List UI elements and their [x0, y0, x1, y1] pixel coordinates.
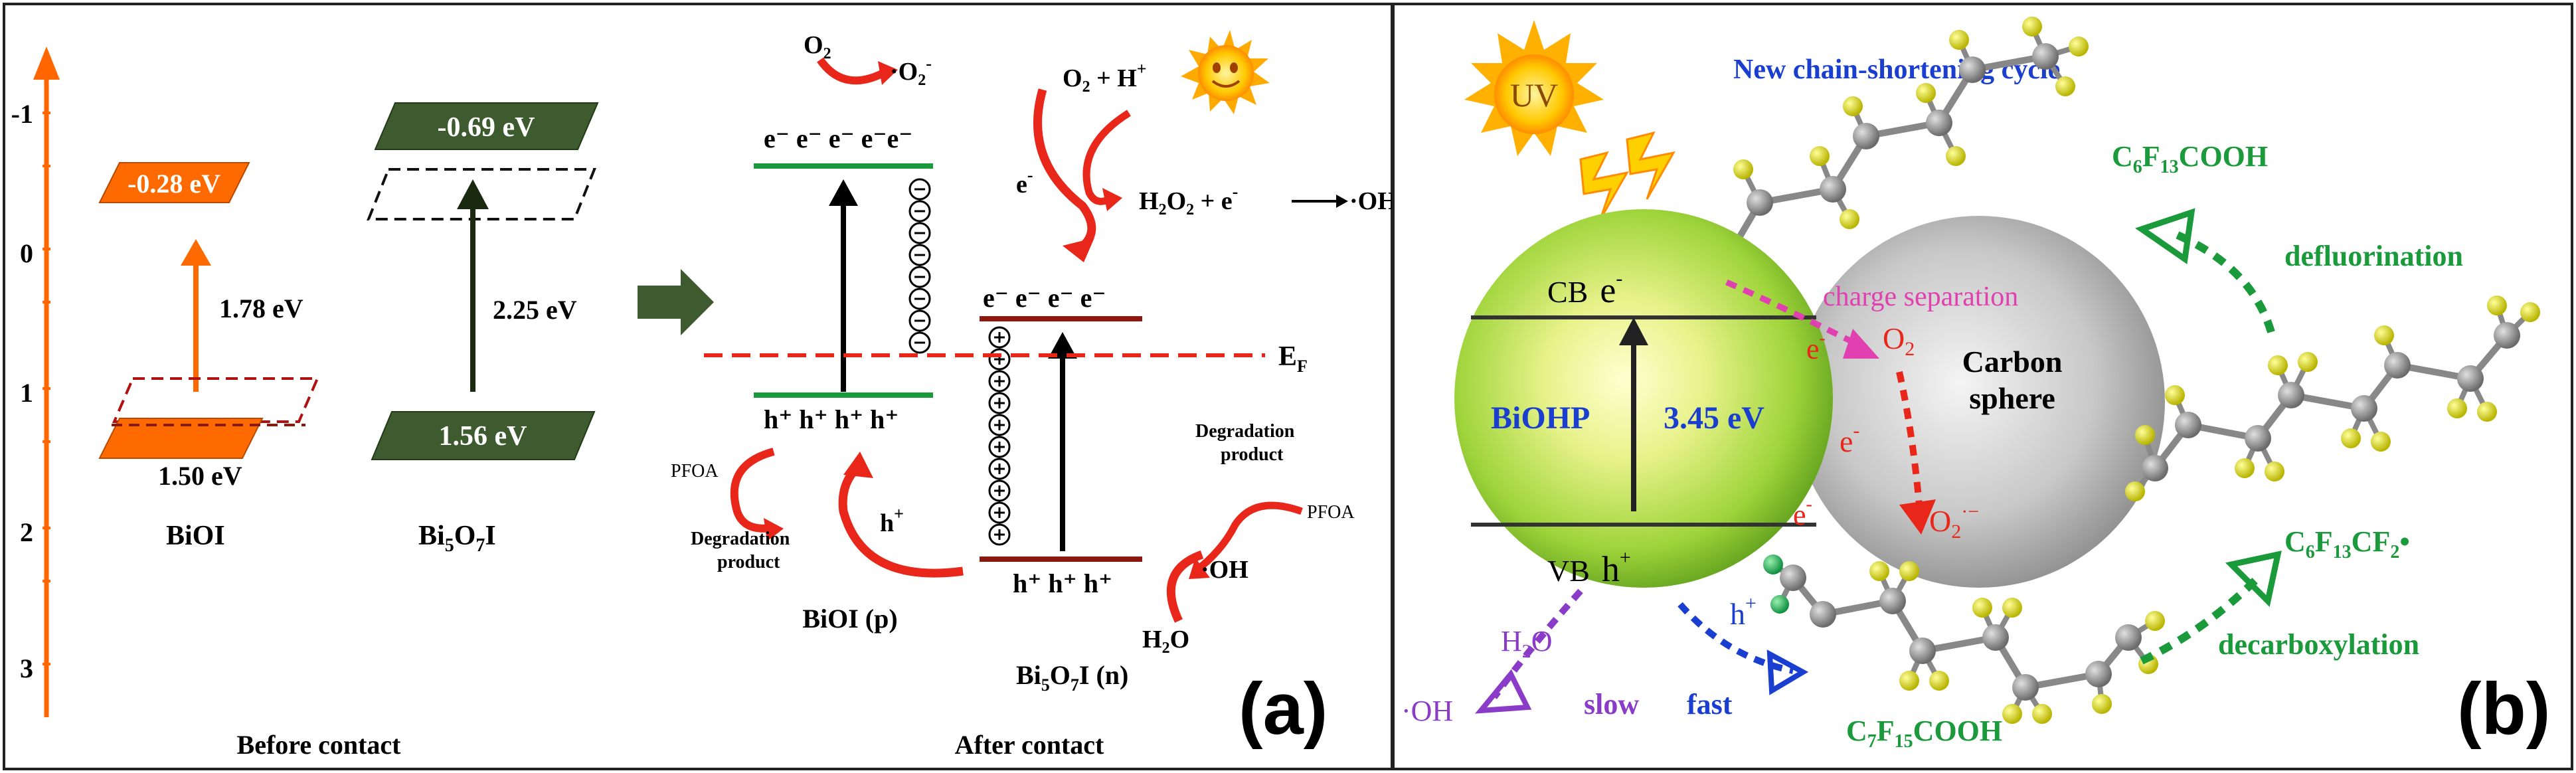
product-left: product	[717, 552, 780, 572]
electron-label: e-	[1016, 165, 1033, 199]
axis-tick-label: 3	[20, 653, 33, 683]
hole-label: h+	[880, 504, 904, 537]
before-contact-label: Before contact	[237, 730, 402, 760]
uv-label: UV	[1510, 76, 1558, 114]
bioi-cb-value: -0.28 eV	[128, 169, 220, 199]
electron-mid-label: e-	[1840, 420, 1859, 458]
h2o2-reaction: H2O2 + e-	[1139, 182, 1238, 218]
axis-tick-label: 2	[20, 517, 33, 547]
decarboxylation-label: decarboxylation	[2218, 628, 2419, 661]
panel-a-frame	[3, 3, 1393, 770]
charge-separation-label: charge separation	[1823, 282, 2018, 312]
bi5o7i-cb-value: -0.69 eV	[438, 112, 535, 143]
degradation-right: Degradation	[1195, 421, 1295, 442]
bi5o7i-valence-band	[371, 411, 596, 460]
axis-tick-label: -1	[11, 99, 33, 129]
bioi-p-label: BiOI (p)	[802, 604, 897, 634]
o2-h-label: O2 + H+	[1063, 59, 1147, 96]
cycle-title: New chain-shortening cycle	[1733, 54, 2060, 85]
biohp-label: BiOHP	[1491, 400, 1590, 436]
decarboxylation-arrow	[2140, 574, 2261, 665]
pfoa-left-label: PFOA	[671, 461, 719, 481]
hole-transfer-arrow	[838, 465, 964, 578]
oh-radical-label: ·OH	[1349, 187, 1397, 215]
bi5o7i-n-label: Bi5O7I (n)	[1016, 660, 1128, 695]
pfoa-right-arrow	[1193, 501, 1303, 574]
water-label: H2O	[1142, 626, 1189, 657]
axis-tick-label: 0	[20, 238, 33, 268]
sphere-label: sphere	[1969, 381, 2055, 415]
after-contact-label: After contact	[955, 730, 1104, 760]
bi5o7i-fermi-box	[367, 168, 596, 220]
carbon-sphere	[1793, 216, 2165, 588]
defluorination-arrow	[2170, 228, 2275, 333]
energy-axis: -1 0 1 2 3	[11, 46, 60, 717]
lightning-icon	[1579, 151, 1629, 220]
bioi-label: BiOI	[166, 521, 225, 551]
water-oxidation-arrow	[1166, 550, 1204, 623]
product-right: product	[1221, 444, 1284, 465]
fast-label: fast	[1687, 688, 1733, 721]
o2-label: O2	[804, 31, 831, 62]
o2-label-b: O2	[1883, 321, 1915, 360]
slow-path-arrow	[1491, 588, 1583, 699]
electron-low-label: e-	[1793, 494, 1812, 531]
sun-icon	[1181, 30, 1270, 114]
uv-sun-icon: UV	[1464, 20, 1604, 156]
defluorination-label: defluorination	[2284, 240, 2463, 272]
electron-cb-label: e-	[1806, 328, 1826, 365]
slow-label: slow	[1584, 688, 1639, 721]
o2-reduction-arrow	[817, 57, 885, 85]
panel-b-tag: (b)	[2457, 668, 2550, 750]
pfoa-right-label: PFOA	[1307, 502, 1355, 523]
bi5o7i-bands: -0.69 eV 2.25 eV 1.56 eV Bi5O7I	[367, 102, 599, 556]
bioi-valence-band	[98, 418, 264, 459]
after-contact-diagram: O2 ·O2- O2 + H+ e- H2O2 + e- ·OH e⁻ e⁻ e…	[671, 30, 1397, 695]
bioi-fermi-box	[112, 377, 320, 423]
carbon-label: Carbon	[1962, 345, 2063, 379]
hole-label-b: h+	[1730, 592, 1757, 631]
bi5o7i-vb-value: 1.56 eV	[439, 421, 527, 452]
bi5o7i-label: Bi5O7I	[418, 521, 496, 556]
superoxide-label-b: O2·−	[1929, 501, 1979, 543]
gap-label: 3.45 eV	[1664, 400, 1764, 436]
degradation-left: Degradation	[691, 529, 790, 549]
charge-separation-arrow	[1725, 279, 1861, 349]
electrons-left: e⁻ e⁻ e⁻ e⁻e⁻	[764, 124, 912, 153]
c6f13cf2-label: C6F13CF2•	[2284, 525, 2410, 562]
fast-path-arrow	[1677, 602, 1794, 674]
panel-a-tag: (a)	[1239, 668, 1328, 750]
negative-charge-column	[908, 178, 931, 354]
electron-transport-arrow	[1896, 371, 1923, 505]
fermi-level-label: EF	[1278, 341, 1308, 376]
bioi-conduction-band	[98, 162, 250, 203]
pfoa-left-arrow	[730, 448, 775, 533]
bi5o7i-conduction-band	[374, 102, 599, 150]
axis-tick-label: 1	[20, 378, 33, 408]
electrons-right: e⁻ e⁻ e⁻ e⁻	[983, 283, 1106, 313]
positive-charge-column	[988, 326, 1011, 546]
bioi-vb-value: 1.50 eV	[158, 461, 242, 491]
molecule-c6f13cf2	[2125, 296, 2540, 501]
oh-label-b: ·OH	[1401, 695, 1453, 727]
water-label-b: H2O	[1501, 625, 1553, 662]
h2o2-arrow	[1082, 110, 1131, 205]
lightning-icon	[1626, 131, 1675, 200]
electron-transfer-arrow	[1033, 88, 1096, 253]
superoxide-label: ·O2-	[890, 54, 932, 89]
c7f15cooh-label: C7F15COOH	[1846, 715, 2002, 752]
holes-left: h⁺ h⁺ h⁺ h⁺	[764, 404, 899, 434]
holes-right: h⁺ h⁺ h⁺	[1013, 568, 1112, 598]
c6f13cooh-label: C6F13COOH	[2112, 140, 2268, 177]
transition-arrow	[638, 269, 714, 335]
biohp-sphere	[1454, 209, 1833, 588]
bioi-bands: -0.28 eV 1.78 eV 1.50 eV BiOI	[98, 162, 320, 551]
oh-radical-label-2: ·OH	[1201, 556, 1248, 584]
bi5o7i-gap-value: 2.25 eV	[493, 295, 577, 325]
bioi-gap-value: 1.78 eV	[219, 294, 303, 323]
